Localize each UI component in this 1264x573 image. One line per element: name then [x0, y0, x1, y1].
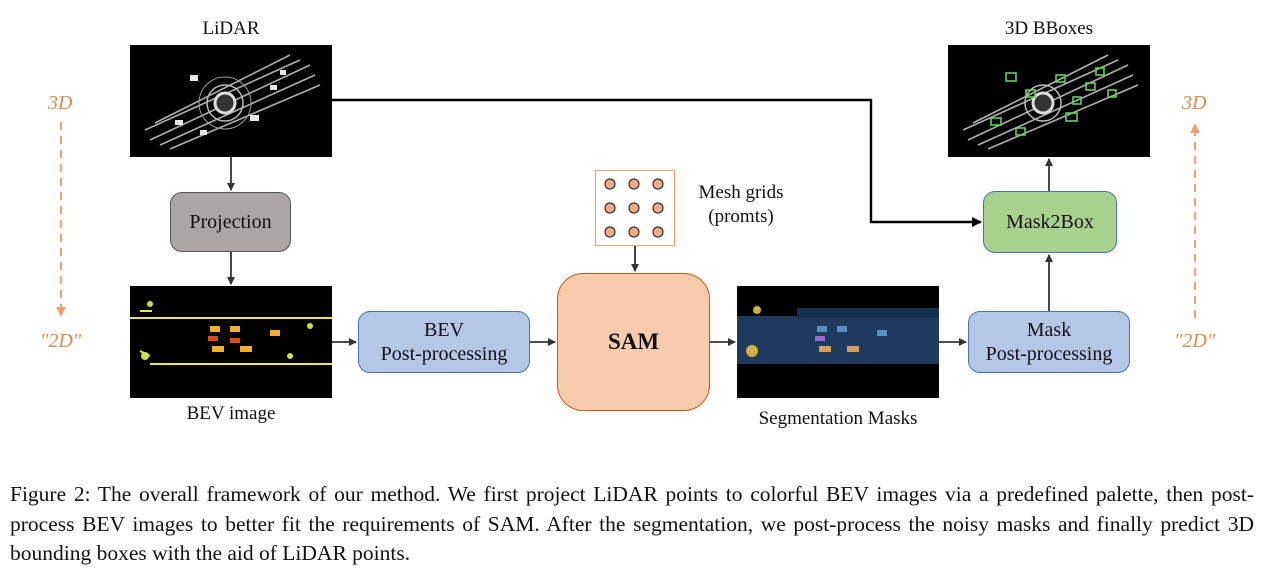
seg-masks-label: Segmentation Masks [758, 408, 918, 429]
lidar-label: LiDAR [202, 18, 260, 39]
sam-label: SAM [607, 329, 660, 354]
bev-pp-line2: Post-processing [380, 343, 508, 365]
segmentation-masks-image [737, 286, 939, 398]
left-2d-label: "2D" [40, 330, 82, 352]
lidar-point-cloud-image [130, 45, 332, 157]
bboxes-label: 3D BBoxes [1004, 18, 1094, 39]
mask-pp-line1: Mask [1026, 319, 1072, 341]
projection-label: Projection [189, 211, 272, 233]
promts-label: (promts) [708, 206, 774, 227]
mesh-grids-label: Mesh grids [698, 182, 784, 203]
mask2box-label: Mask2Box [1006, 211, 1094, 233]
mask-postprocessing-box: Mask Post-processing [968, 311, 1130, 373]
bev-image-label: BEV image [186, 403, 276, 424]
right-2d-label: "2D" [1174, 330, 1216, 352]
figure-caption: Figure 2: The overall framework of our m… [10, 482, 1254, 565]
bev-postprocessing-box: BEV Post-processing [358, 311, 530, 373]
right-3d-label: 3D [1182, 92, 1207, 114]
mask-pp-line2: Post-processing [985, 343, 1113, 365]
sam-box: SAM [557, 273, 710, 411]
left-3d-label: 3D [48, 92, 73, 114]
bev-pp-line1: BEV [424, 319, 464, 341]
bev-image [130, 286, 332, 398]
mesh-grid-prompts [595, 170, 675, 246]
bboxes-point-cloud-image [948, 45, 1150, 157]
mask2box-box: Mask2Box [983, 191, 1117, 253]
projection-box: Projection [170, 192, 291, 252]
